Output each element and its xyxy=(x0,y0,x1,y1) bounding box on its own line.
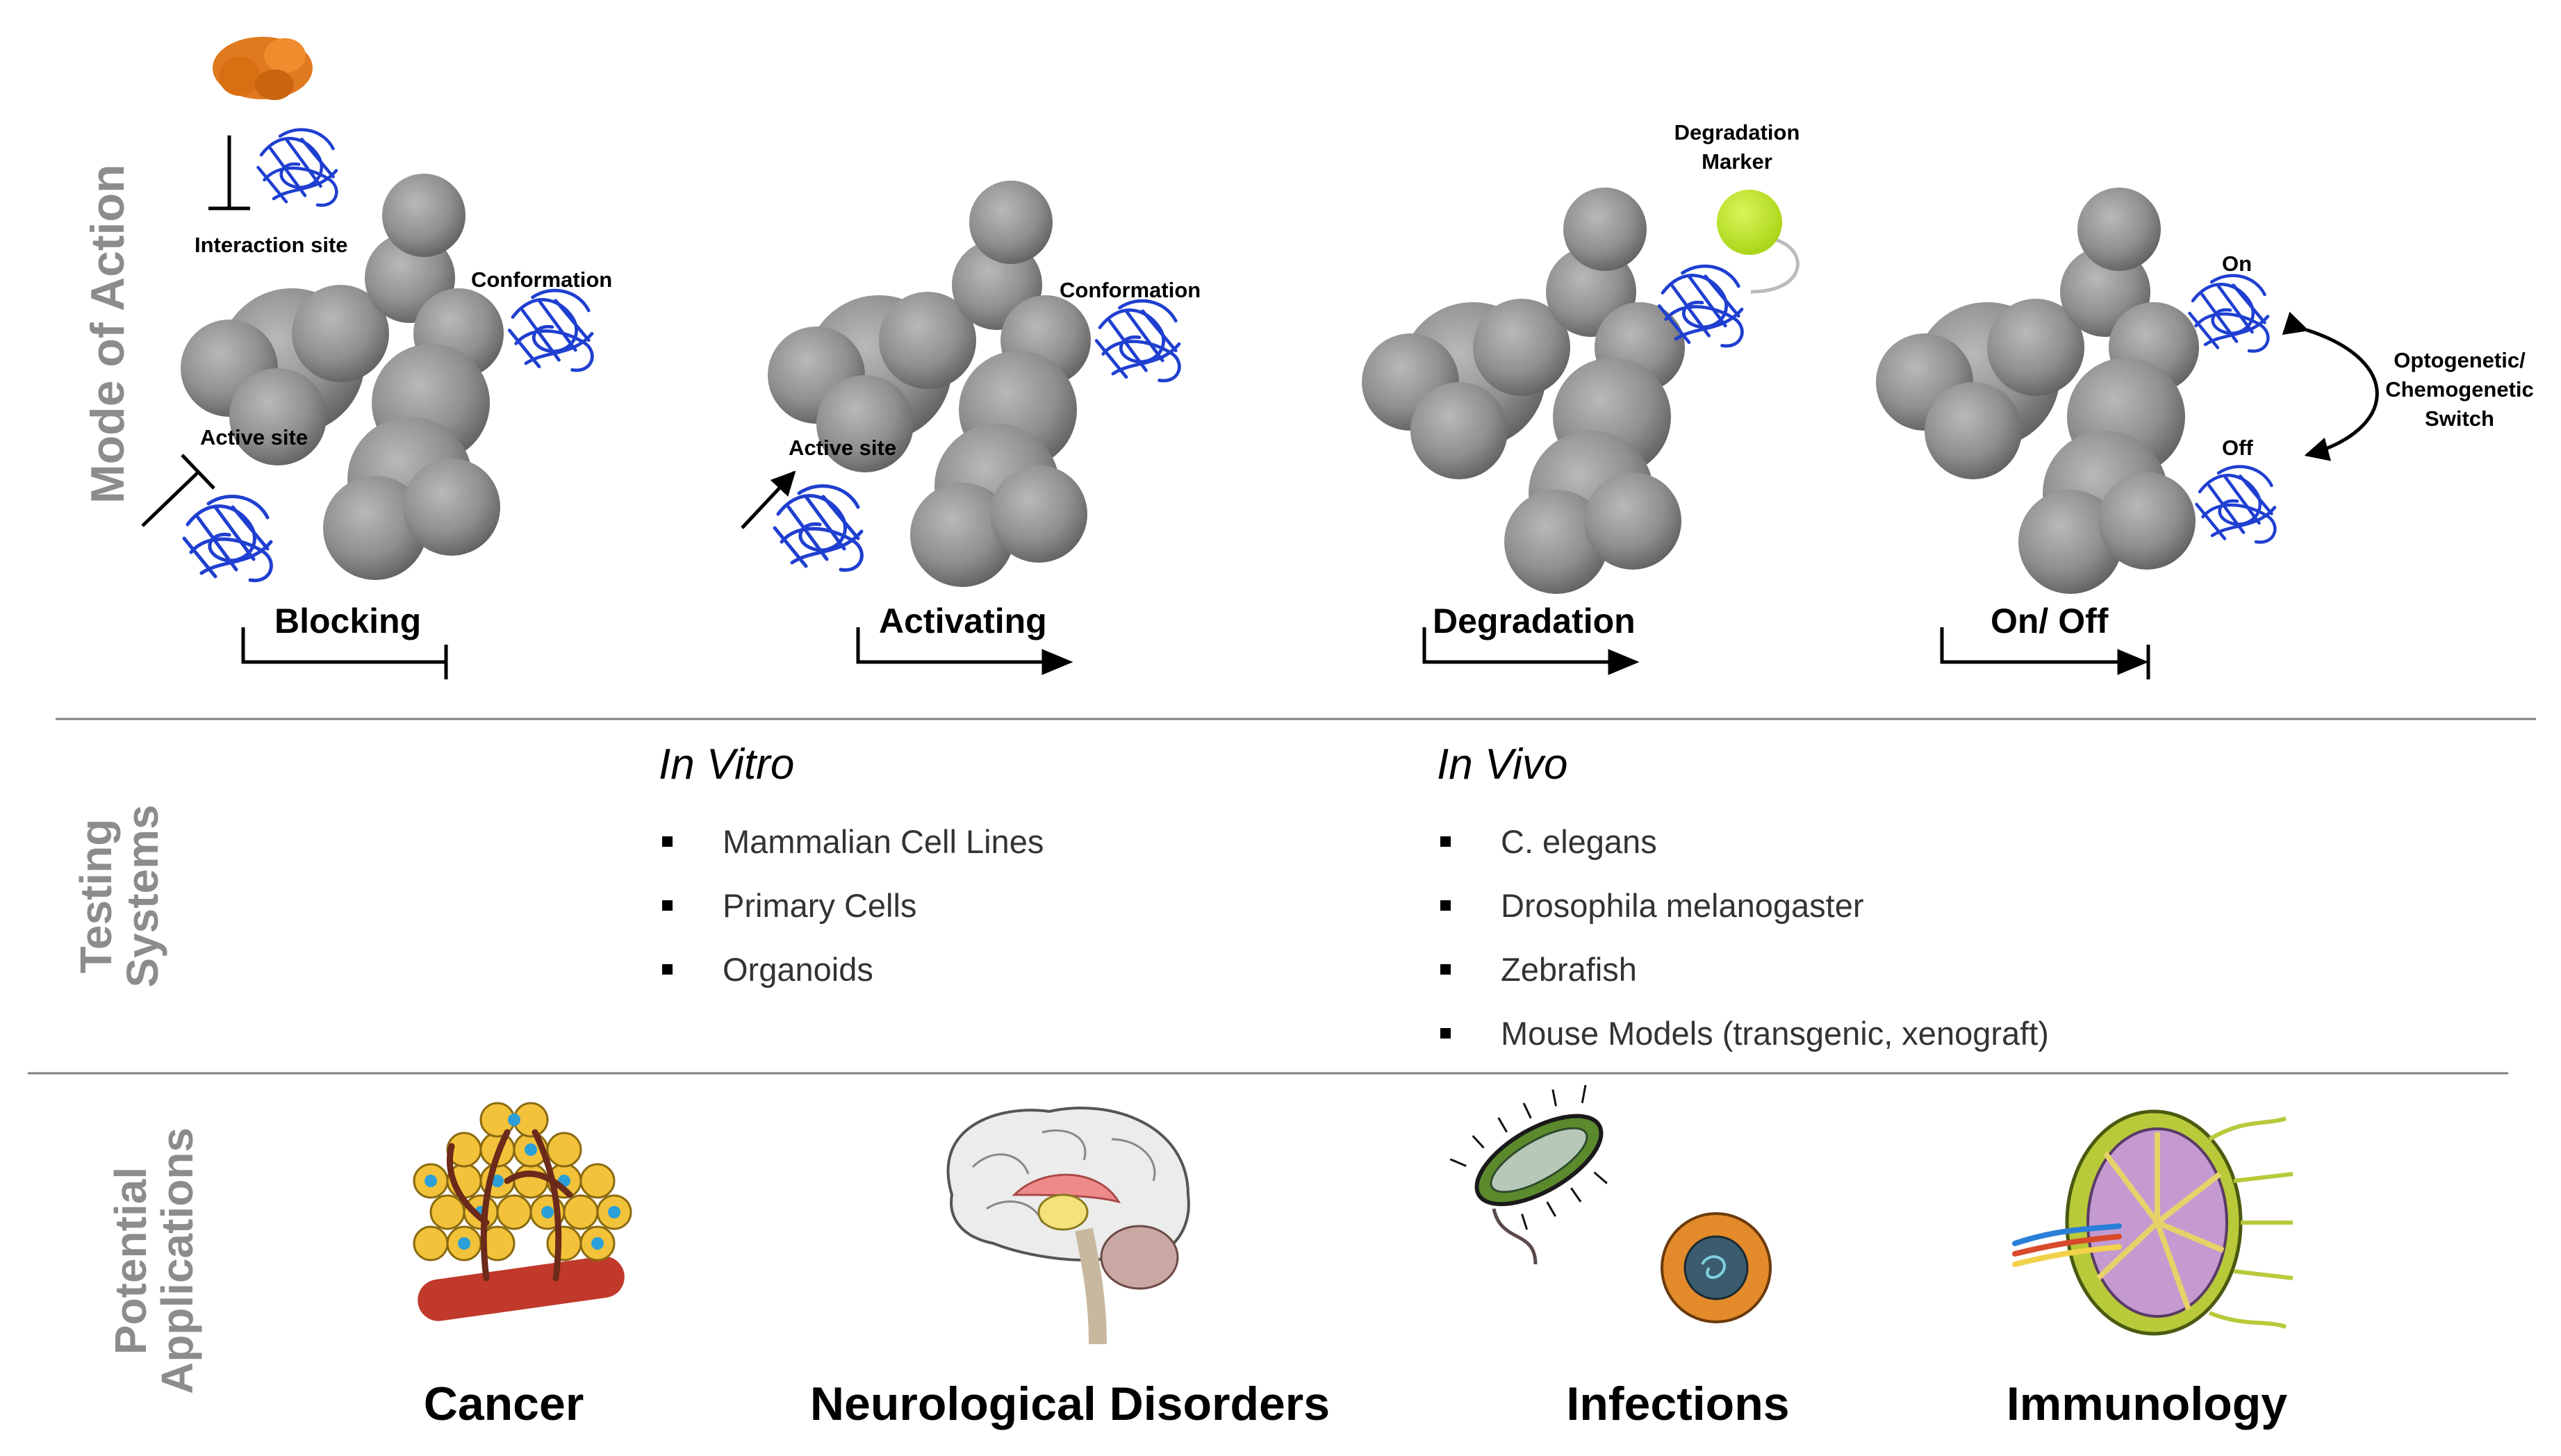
nanobody-interaction-site xyxy=(258,130,337,206)
bullet-icon xyxy=(662,836,673,847)
degradation-marker-ball xyxy=(1717,190,1782,255)
bullet-icon xyxy=(1440,1028,1451,1039)
list-item: Mouse Models (transgenic, xenograft) xyxy=(1440,1013,2049,1077)
nanobody-active-site-blocking xyxy=(184,497,271,581)
list-item: Drosophila melanogaster xyxy=(1440,885,2049,949)
nanobody-active-site-activating xyxy=(775,486,862,570)
inhibition-mark-active xyxy=(141,454,215,527)
app-label-cancer: Cancer xyxy=(423,1378,584,1430)
onoff-protein xyxy=(1876,188,2199,594)
nanobody-conformation-blocking xyxy=(509,290,592,370)
in-vitro-item-text: Mammalian Cell Lines xyxy=(723,823,1044,860)
mode-label-activating: Activating xyxy=(879,602,1047,640)
switch-line2: Chemogenetic xyxy=(2385,377,2534,402)
label-off: Off xyxy=(2222,436,2253,460)
switch-line3: Switch xyxy=(2425,406,2494,431)
label-conformation-activating: Conformation xyxy=(1060,278,1201,302)
list-in-vitro: Mammalian Cell Lines Primary Cells Organ… xyxy=(662,821,1044,1013)
heading-in-vitro: In Vitro xyxy=(659,741,795,788)
in-vivo-item-text: Zebrafish xyxy=(1501,951,1637,988)
label-degradation-marker: Degradation Marker xyxy=(1667,118,1806,176)
in-vitro-item-text: Organoids xyxy=(723,951,873,988)
in-vivo-item-text: Mouse Models (transgenic, xenograft) xyxy=(1501,1015,2049,1052)
onoff-symbol xyxy=(1940,627,2150,679)
mode-label-onoff: On/ Off xyxy=(1991,602,2109,640)
degradation-marker-line2: Marker xyxy=(1702,149,1772,174)
infection-illustration xyxy=(1449,1084,1772,1323)
bullet-icon xyxy=(1440,900,1451,911)
label-conformation-blocking: Conformation xyxy=(471,267,613,292)
bullet-icon xyxy=(1440,964,1451,975)
bullet-icon xyxy=(662,900,673,911)
nanobody-off xyxy=(2197,467,2275,543)
switch-arrow xyxy=(2282,311,2379,461)
immunology-illustration xyxy=(2012,1109,2294,1336)
mode-label-degradation: Degradation xyxy=(1433,602,1636,640)
degradation-linker xyxy=(1750,238,1800,294)
degradation-symbol xyxy=(1422,627,1640,675)
list-item: Primary Cells xyxy=(662,885,1044,949)
app-label-infections: Infections xyxy=(1566,1378,1790,1430)
brain-illustration xyxy=(946,1107,1190,1345)
list-item: C. elegans xyxy=(1440,821,2049,885)
nanobody-conformation-activating xyxy=(1096,301,1179,381)
label-active-site-activating: Active site xyxy=(789,436,897,460)
degradation-protein xyxy=(1362,188,1685,594)
label-on: On xyxy=(2222,251,2253,276)
mode-label-blocking: Blocking xyxy=(274,602,422,640)
app-label-immunology: Immunology xyxy=(2006,1378,2288,1430)
activating-symbol xyxy=(856,627,1073,675)
label-interaction-site: Interaction site xyxy=(195,233,348,257)
activating-protein xyxy=(768,181,1091,587)
bullet-icon xyxy=(662,964,673,975)
heading-in-vivo: In Vivo xyxy=(1437,741,1568,788)
nanobody-on xyxy=(2190,276,2268,351)
blocking-symbol xyxy=(241,627,448,679)
list-item: Organoids xyxy=(662,949,1044,1013)
in-vivo-item-text: Drosophila melanogaster xyxy=(1501,887,1864,924)
in-vivo-item-text: C. elegans xyxy=(1501,823,1657,860)
list-item: Zebrafish xyxy=(1440,949,2049,1013)
label-active-site-blocking: Active site xyxy=(200,425,308,449)
activation-arrow xyxy=(741,470,796,529)
ligand-orange xyxy=(213,37,313,100)
list-in-vivo: C. elegans Drosophila melanogaster Zebra… xyxy=(1440,821,2049,1077)
in-vitro-item-text: Primary Cells xyxy=(723,887,917,924)
inhibition-mark-top xyxy=(208,135,250,210)
switch-line1: Optogenetic/ xyxy=(2394,348,2526,372)
app-label-neurological-disorders: Neurological Disorders xyxy=(809,1378,1331,1430)
degradation-marker-line1: Degradation xyxy=(1674,120,1800,144)
list-item: Mammalian Cell Lines xyxy=(662,821,1044,885)
bullet-icon xyxy=(1440,836,1451,847)
label-switch: Optogenetic/ Chemogenetic Switch xyxy=(2366,346,2553,433)
cancer-illustration xyxy=(413,1102,632,1321)
